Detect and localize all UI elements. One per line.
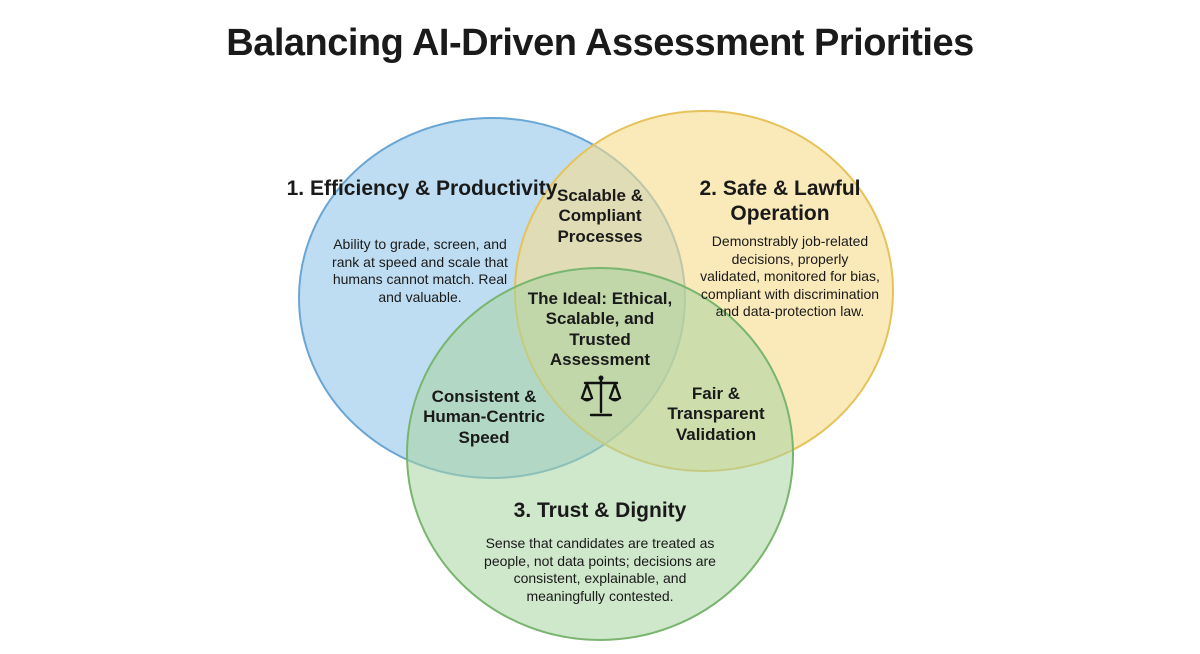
diagram-title: Balancing AI-Driven Assessment Prioritie… xyxy=(226,22,974,64)
overlap-scalable-compliant: Scalable & Compliant Processes xyxy=(557,186,643,246)
balance-scale-icon xyxy=(580,375,622,417)
overlap-consistent-human-centric: Consistent & Human-Centric Speed xyxy=(423,387,545,447)
circle-trust-dignity xyxy=(406,267,794,641)
trust-dignity-body: Sense that candidates are treated as peo… xyxy=(484,535,716,604)
trust-dignity-heading: 3. Trust & Dignity xyxy=(513,499,687,522)
overlap-fair-transparent: Fair & Transparent Validation xyxy=(667,384,765,444)
safe-lawful-body: Demonstrably job-related decisions, prop… xyxy=(700,233,880,319)
safe-lawful-heading: 2. Safe & Lawful Operation xyxy=(699,177,861,226)
efficiency-heading: 1. Efficiency & Productivity xyxy=(286,177,558,200)
center-ideal: The Ideal: Ethical, Scalable, and Truste… xyxy=(527,289,673,370)
efficiency-body: Ability to grade, screen, and rank at sp… xyxy=(332,236,508,305)
